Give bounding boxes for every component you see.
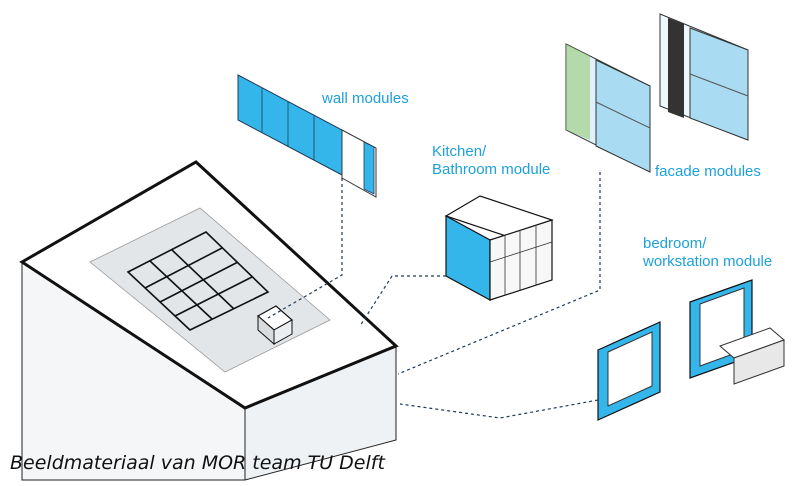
bedroom-label-line1: bedroom/	[643, 235, 707, 252]
wall-modules-label: wall modules	[322, 90, 409, 107]
connector-lines	[267, 172, 601, 419]
bedroom-label-line2: workstation module	[643, 253, 773, 270]
image-caption: Beeldmateriaal van MOR team TU Delft	[10, 452, 385, 474]
bedroom-workstation-module	[597, 279, 785, 421]
kitchen-bathroom-module	[444, 195, 554, 302]
building	[19, 160, 399, 481]
kitchen-bathroom-label-line2: Bathroom module	[432, 161, 551, 178]
center-box	[256, 305, 294, 346]
building-core	[126, 231, 270, 331]
kitchen-bathroom-label-line1: Kitchen/	[432, 143, 487, 160]
facade-modules	[565, 13, 749, 173]
facade-modules-label: facade modules	[655, 163, 761, 180]
wall-modules-panel	[237, 74, 377, 198]
